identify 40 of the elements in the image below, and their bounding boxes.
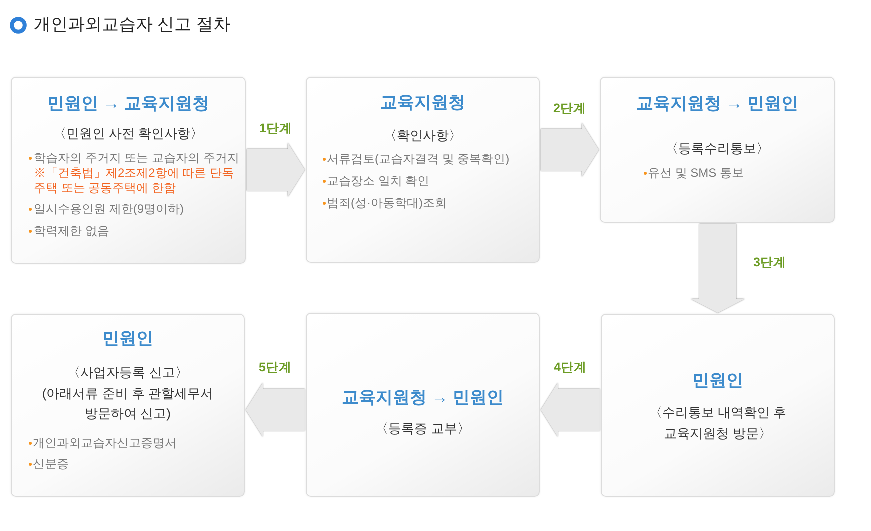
- step-box: [601, 314, 835, 497]
- subheading: 〈등록수리통보〉: [666, 141, 770, 157]
- subheading: (아래서류 준비 후 관할세무서 방문하여 신고): [41, 385, 215, 423]
- step-box: [306, 77, 540, 263]
- heading: 민원인: [102, 328, 154, 350]
- step-box: [600, 77, 835, 223]
- block-arrow: [541, 123, 599, 177]
- block-arrow: [541, 383, 600, 437]
- step-label: 4단계: [554, 360, 587, 376]
- subheading: 〈확인사항〉: [384, 128, 462, 144]
- subheading: 〈민원인 사전 확인사항〉: [53, 126, 204, 142]
- subheading: 〈등록증 교부〉: [376, 421, 470, 437]
- list-item: 유선 및 SMS 통보: [648, 165, 744, 181]
- list-item: 개인과외교습자신고증명서: [33, 435, 177, 451]
- block-arrow: [247, 143, 305, 197]
- subheading: 〈사업자등록 신고〉: [68, 365, 188, 381]
- step-box: [306, 313, 540, 497]
- heading: 교육지원청: [380, 92, 466, 114]
- heading: 교육지원청 → 민원인: [636, 93, 799, 115]
- step-label: 3단계: [754, 255, 786, 270]
- list-item: 학력제한 없음: [34, 223, 110, 239]
- block-arrow: [246, 383, 305, 437]
- note-text: ※「건축법」제2조제2항에 따른 단독 주택 또는 공동주택에 한함: [34, 166, 236, 196]
- step-box: [11, 314, 245, 497]
- step-label: 2단계: [554, 102, 586, 116]
- step-box: [11, 77, 246, 264]
- step-label: 1단계: [260, 122, 292, 136]
- list-item: 교습장소 일치 확인: [327, 173, 430, 189]
- list-item: 신분증: [33, 456, 69, 472]
- step-label: 5단계: [259, 360, 292, 376]
- heading: 교육지원청 → 민원인: [342, 387, 504, 409]
- block-arrow: [691, 224, 745, 313]
- title: 개인과외교습자 신고 절차: [34, 14, 230, 36]
- subheading: 〈수리통보 내역확인 후 교육지원청 방문〉: [648, 404, 788, 443]
- list-item: 일시수용인원 제한(9명이하): [34, 201, 184, 217]
- list-item: 서류검토(교습자결격 및 중복확인): [327, 151, 510, 167]
- heading: 민원인: [692, 370, 744, 392]
- heading: 민원인 → 교육지원청: [47, 93, 210, 115]
- list-item: 범죄(성·아동학대)조회: [327, 195, 447, 211]
- list-item: 학습자의 주거지 또는 교습자의 주거지: [34, 150, 240, 166]
